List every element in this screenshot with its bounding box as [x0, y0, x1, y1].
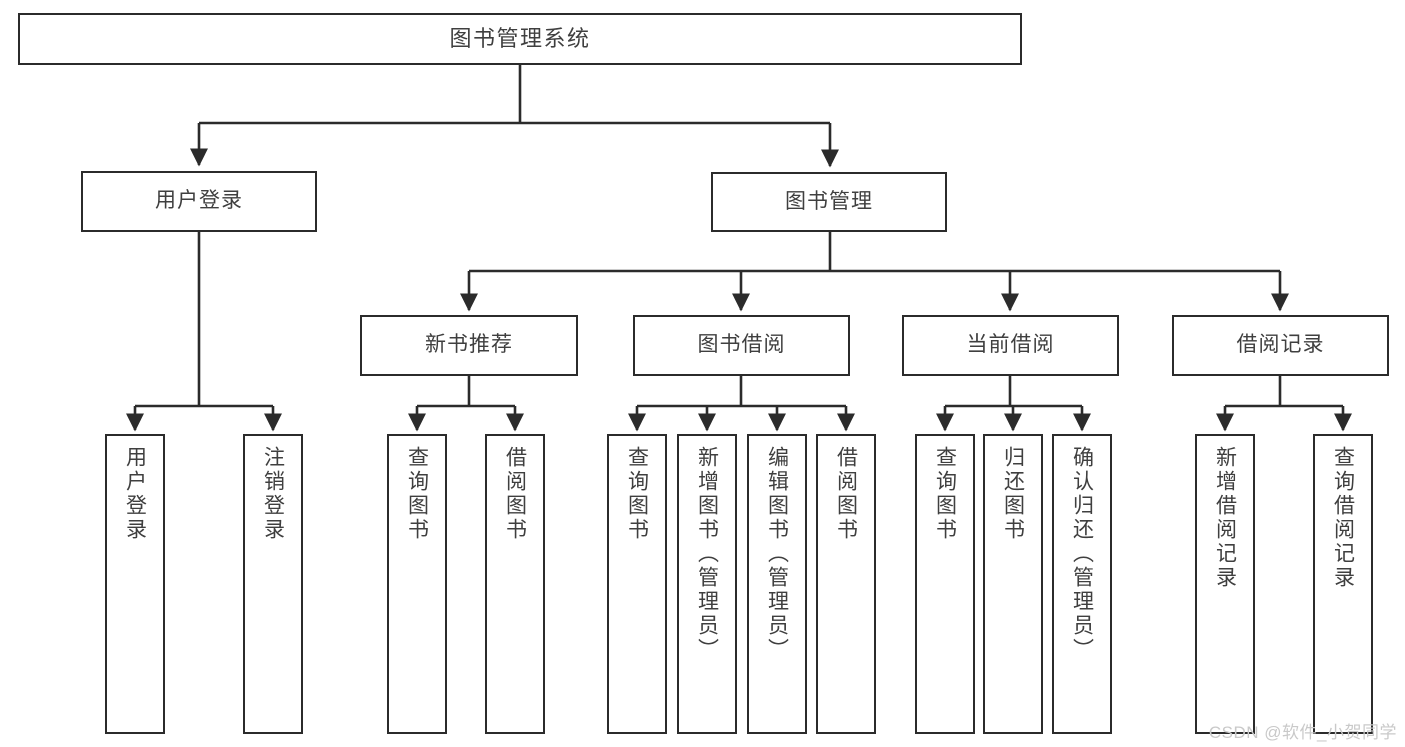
leaf-query-borrow-record[interactable]: 查询借阅记录	[1313, 434, 1373, 734]
node-label: 确认归还（管理员）	[1070, 446, 1094, 662]
leaf-borrow-book[interactable]: 借阅图书	[816, 434, 876, 734]
node-label: 借阅图书	[503, 446, 527, 542]
leaf-return-book[interactable]: 归还图书	[983, 434, 1043, 734]
node-label: 查询图书	[625, 446, 649, 542]
node-borrow-record[interactable]: 借阅记录	[1172, 315, 1389, 376]
leaf-current-query-book[interactable]: 查询图书	[915, 434, 975, 734]
leaf-recommend-query-book[interactable]: 查询图书	[387, 434, 447, 734]
node-label: 新书推荐	[425, 333, 513, 357]
node-label: 注销登录	[261, 446, 285, 542]
node-current-borrow[interactable]: 当前借阅	[902, 315, 1119, 376]
node-user-login[interactable]: 用户登录	[81, 171, 317, 232]
node-label: 用户登录	[155, 189, 243, 213]
leaf-logout[interactable]: 注销登录	[243, 434, 303, 734]
leaf-edit-book-admin[interactable]: 编辑图书（管理员）	[747, 434, 807, 734]
node-label: 当前借阅	[966, 333, 1055, 357]
node-label: 查询借阅记录	[1331, 446, 1355, 590]
node-label: 图书管理	[785, 189, 873, 213]
node-root-book-management-system[interactable]: 图书管理系统	[18, 13, 1022, 65]
node-label: 图书借阅	[697, 333, 786, 357]
node-label: 用户登录	[123, 446, 147, 542]
node-label: 图书管理系统	[449, 26, 591, 52]
node-label: 借阅图书	[834, 446, 858, 542]
node-new-book-recommend[interactable]: 新书推荐	[360, 315, 578, 376]
csdn-watermark: CSDN @软件_小贺同学	[1208, 723, 1397, 742]
leaf-user-login[interactable]: 用户登录	[105, 434, 165, 734]
node-label: 查询图书	[405, 446, 429, 542]
node-label: 借阅记录	[1236, 333, 1325, 357]
node-book-borrow[interactable]: 图书借阅	[633, 315, 850, 376]
node-label: 归还图书	[1001, 446, 1025, 542]
leaf-add-borrow-record[interactable]: 新增借阅记录	[1195, 434, 1255, 734]
node-label: 新增借阅记录	[1213, 446, 1237, 590]
node-book-management[interactable]: 图书管理	[711, 172, 947, 232]
leaf-add-book-admin[interactable]: 新增图书（管理员）	[677, 434, 737, 734]
node-label: 查询图书	[933, 446, 957, 542]
node-label: 新增图书（管理员）	[695, 446, 719, 662]
leaf-borrow-query-book[interactable]: 查询图书	[607, 434, 667, 734]
node-label: 编辑图书（管理员）	[765, 446, 789, 662]
leaf-recommend-borrow-book[interactable]: 借阅图书	[485, 434, 545, 734]
leaf-confirm-return-admin[interactable]: 确认归还（管理员）	[1052, 434, 1112, 734]
